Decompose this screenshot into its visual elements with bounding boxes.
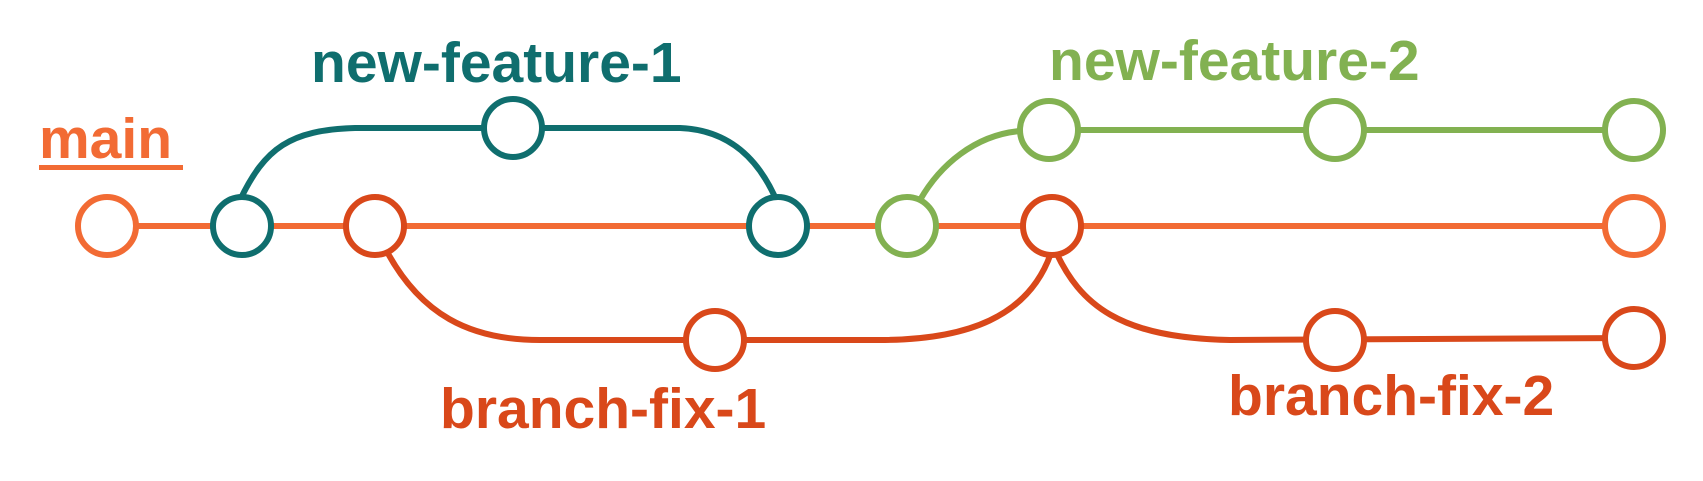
branch-fix-2-commit-2 — [1602, 306, 1666, 370]
new-feature-2-commit-3 — [1602, 98, 1666, 162]
new-feature-2-label: new-feature-2 — [1049, 29, 1420, 93]
main-commit-1 — [75, 194, 139, 258]
main-commit-4 — [746, 194, 810, 258]
main-commit-6 — [1020, 194, 1084, 258]
new-feature-2-commit-1 — [1017, 98, 1081, 162]
branch-fix-1-line — [382, 245, 1055, 343]
new-feature-1-commit-1 — [481, 96, 545, 160]
new-feature-1-label: new-feature-1 — [311, 31, 682, 95]
main-commit-5 — [875, 194, 939, 258]
new-feature-2-commit-2 — [1303, 98, 1367, 162]
branch-fix-1-commit-1 — [683, 308, 747, 372]
main-label-underline — [39, 165, 183, 170]
branch-fix-2-label: branch-fix-2 — [1228, 364, 1554, 428]
branch-fix-1-label: branch-fix-1 — [440, 377, 766, 441]
branch-labels: main new-feature-1 new-feature-2 branch-… — [39, 29, 1554, 441]
main-commit-3 — [343, 194, 407, 258]
main-commit-7 — [1602, 194, 1666, 258]
commits — [75, 96, 1666, 372]
new-feature-1-line — [237, 125, 781, 207]
branch-fix-2-line — [1052, 247, 1637, 344]
main-commit-2 — [210, 194, 274, 258]
branch-fix-2-commit-1 — [1303, 308, 1367, 372]
main-label: main — [39, 107, 172, 171]
branch-edges — [107, 125, 1637, 344]
